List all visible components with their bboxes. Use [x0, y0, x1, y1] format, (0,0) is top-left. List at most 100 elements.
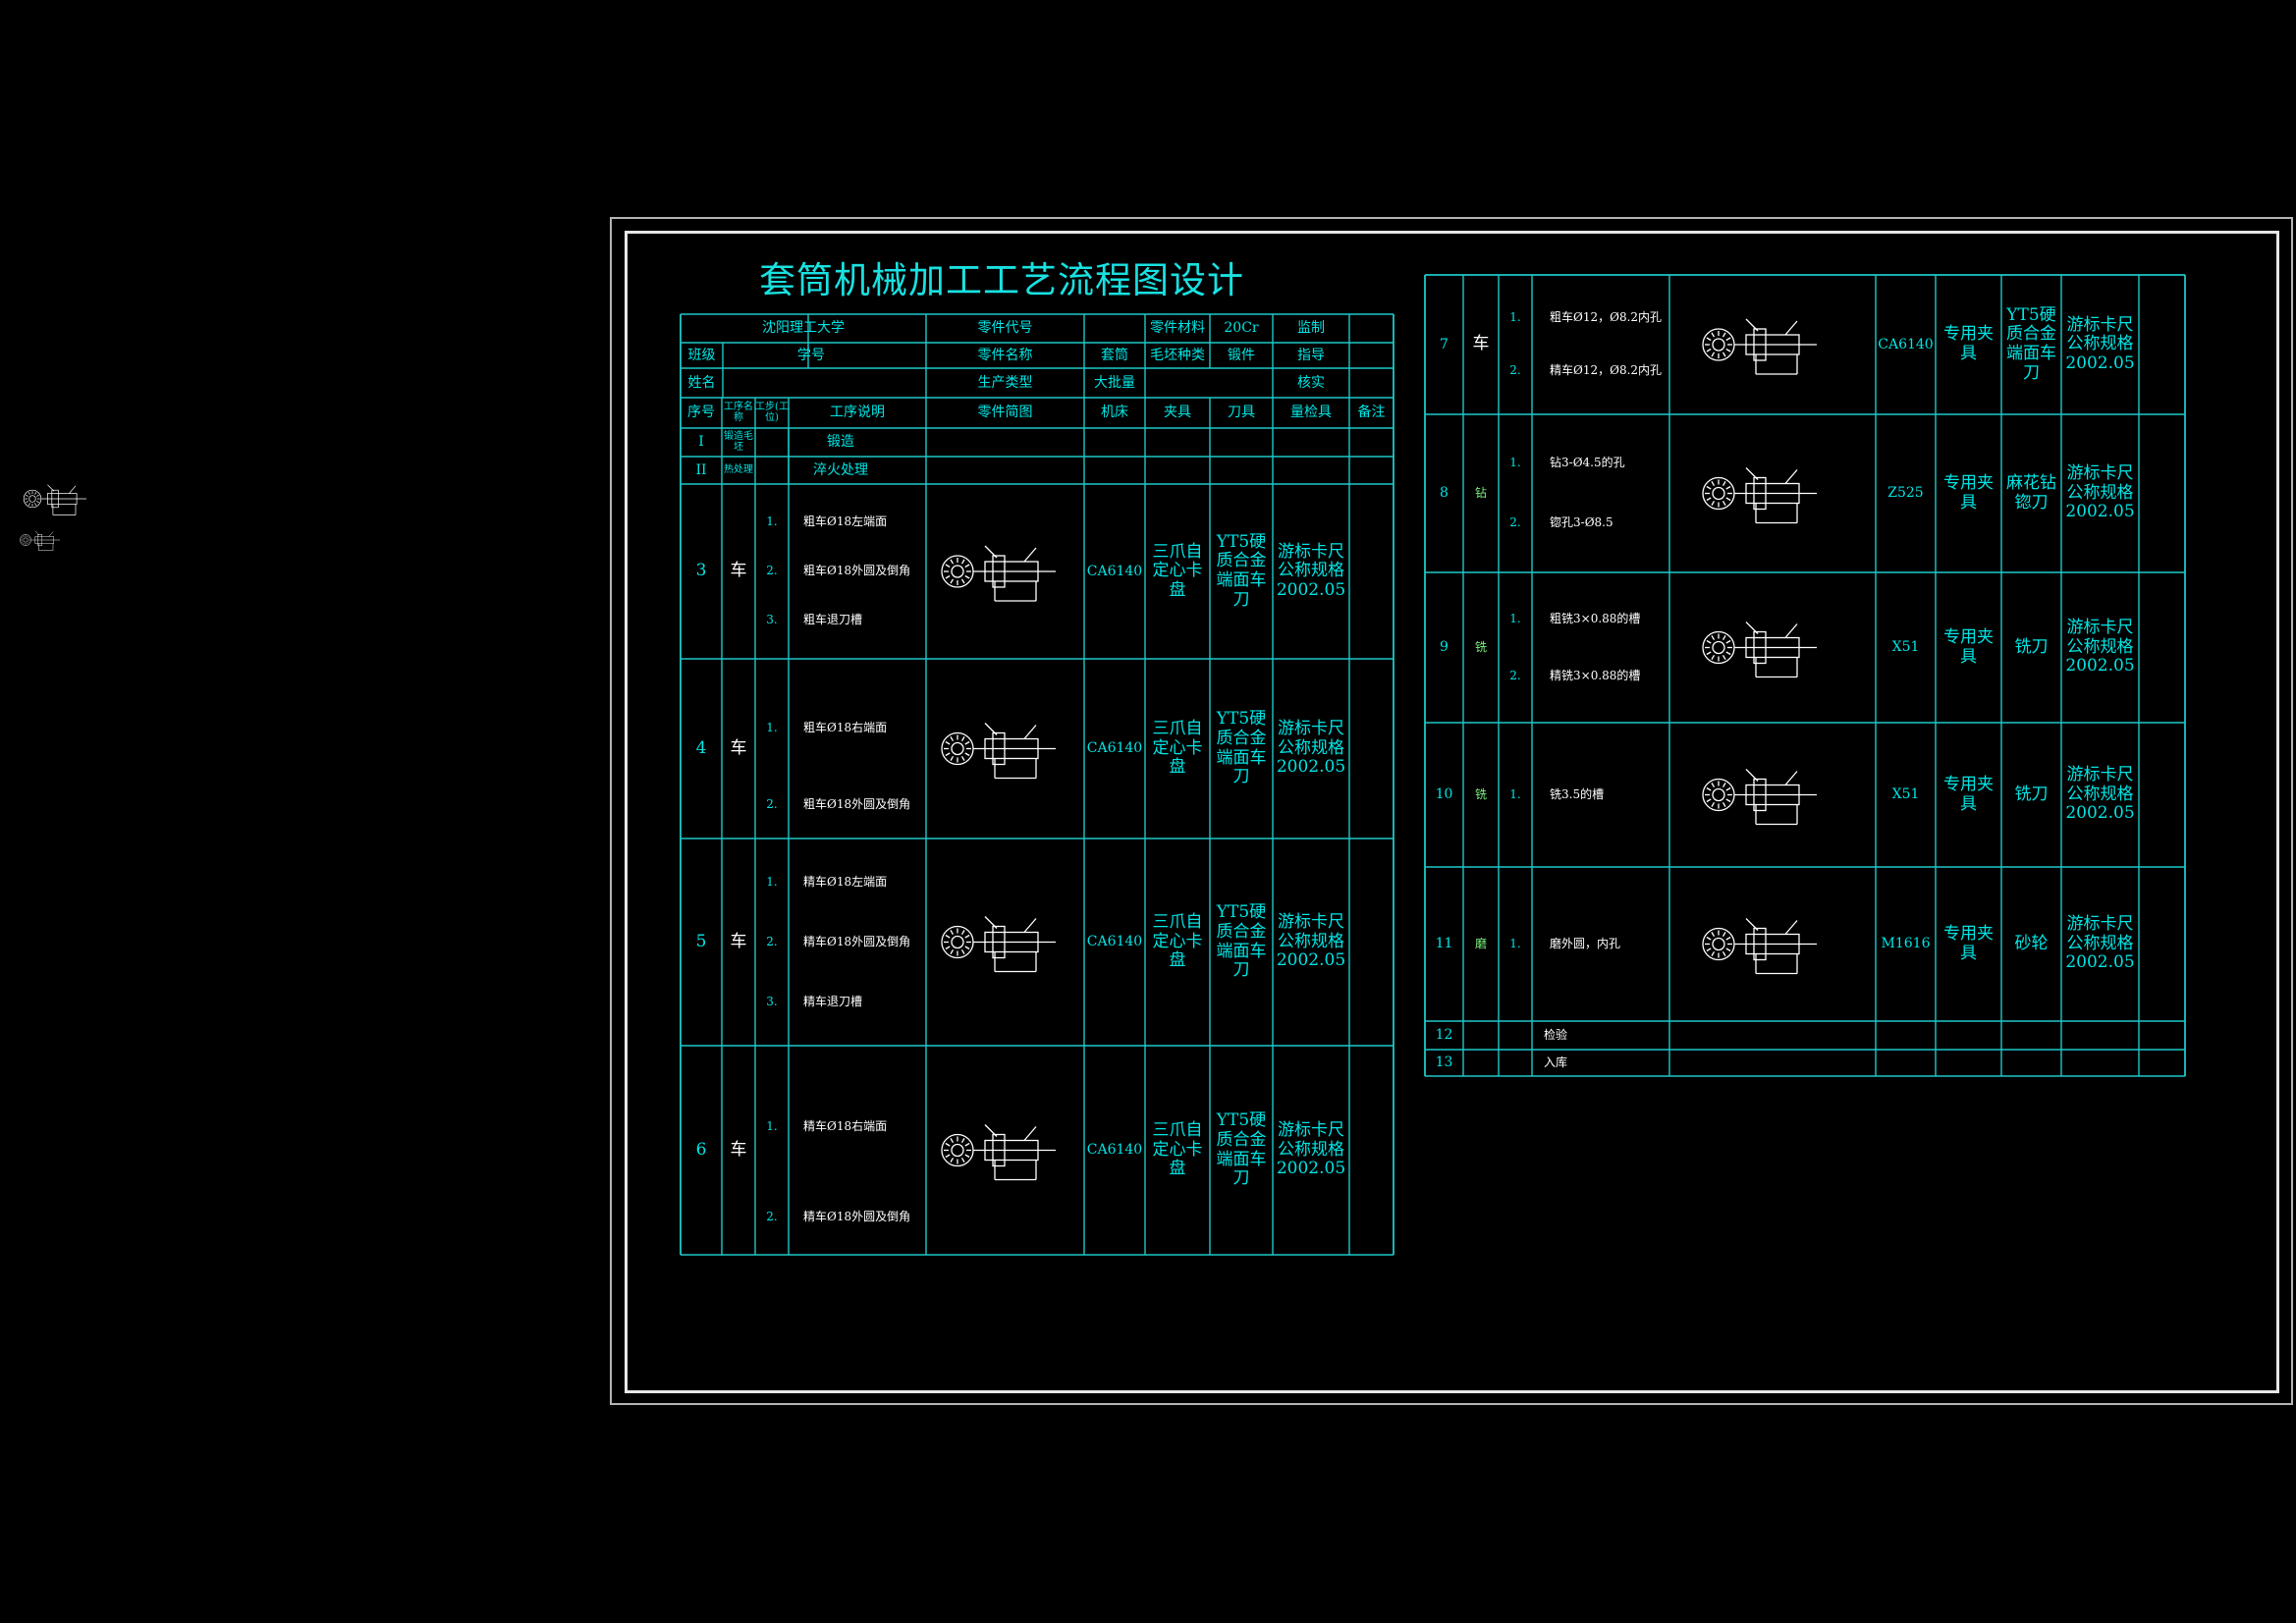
row-no: 8 [1440, 485, 1449, 502]
row-gauge: 游标卡尺公称规格2002.05 [1276, 1120, 1346, 1179]
header-name-label: 姓名 [687, 374, 716, 391]
step-number: 2. [766, 1210, 778, 1224]
part-sketch [1702, 318, 1817, 375]
part-sketch [1702, 769, 1817, 826]
step-text: 铣3.5的槽 [1550, 786, 1605, 801]
row-remark [1349, 484, 1394, 659]
part-sketch [941, 723, 1056, 780]
part-sketch [1702, 622, 1817, 678]
row-proc-name: 车 [730, 931, 747, 951]
header-review-label: 核实 [1297, 374, 1325, 391]
row-tool: 砂轮 [2014, 933, 2049, 953]
col-desc: 工序说明 [830, 405, 885, 421]
header-part-name-label: 零件名称 [977, 347, 1033, 363]
row-fixture: 三爪自定心卡盘 [1152, 1120, 1203, 1179]
row-desc: 锻造 [827, 434, 854, 451]
header-part-name-value: 套筒 [1101, 347, 1128, 363]
step-number: 1. [1509, 936, 1521, 950]
step-number: 1. [766, 874, 778, 889]
step-number: 1. [766, 721, 778, 735]
row-tool: YT5硬质合金端面车刀 [2006, 304, 2056, 383]
col-gauge: 量检具 [1290, 405, 1332, 421]
step-number: 2. [1509, 515, 1521, 530]
col-machine: 机床 [1101, 405, 1128, 421]
col-tool: 刀具 [1228, 405, 1255, 421]
detached-sketch [23, 484, 87, 515]
row-remark [1349, 839, 1394, 1046]
row-fixture: 专用夹具 [1943, 626, 1994, 667]
row-tool: YT5硬质合金端面车刀 [1216, 902, 1267, 981]
row-desc: 检验 [1544, 1027, 1568, 1042]
step-text: 精铣3×0.88的槽 [1550, 668, 1641, 682]
row-tool: YT5硬质合金端面车刀 [1216, 531, 1267, 610]
row-no: 4 [695, 737, 707, 758]
row-proc-name: 车 [730, 737, 747, 758]
step-text: 精车Ø18右端面 [803, 1118, 888, 1133]
step-text: 磨外圆，内孔 [1550, 936, 1621, 950]
row-gauge: 游标卡尺公称规格2002.05 [2065, 618, 2135, 676]
header-class-label: 班级 [687, 347, 716, 363]
row-fixture: 三爪自定心卡盘 [1152, 912, 1203, 971]
row-remark [2139, 572, 2185, 723]
row-gauge: 游标卡尺公称规格2002.05 [1276, 912, 1346, 971]
step-number: 2. [1509, 668, 1521, 682]
header-part-code-value [1084, 314, 1145, 343]
part-sketch [941, 916, 1056, 973]
row-remark [2139, 275, 2185, 414]
row-tool: 铣刀 [2014, 636, 2049, 657]
row-proc-name: 车 [1472, 334, 1490, 354]
row-machine: X51 [1891, 639, 1920, 656]
header-part-code-label: 零件代号 [977, 320, 1033, 337]
detached-sketch-small [20, 530, 61, 551]
step-text: 精车Ø18外圆及倒角 [803, 1210, 911, 1224]
row-tool: YT5硬质合金端面车刀 [1216, 709, 1267, 787]
row-gauge: 游标卡尺公称规格2002.05 [1276, 719, 1346, 778]
step-number: 2. [766, 564, 778, 578]
row-machine: CA6140 [1086, 934, 1143, 950]
row-proc-name: 车 [730, 1139, 747, 1160]
header-material-label: 零件材料 [1150, 320, 1205, 337]
row-machine: CA6140 [1878, 336, 1934, 352]
col-fixture: 夹具 [1164, 405, 1191, 421]
step-text: 粗车Ø18左端面 [803, 514, 888, 529]
row-remark [2139, 723, 2185, 867]
col-remark: 备注 [1357, 405, 1386, 421]
row-fixture: 专用夹具 [1943, 774, 1994, 814]
row-no: 13 [1435, 1055, 1453, 1071]
row-proc-name: 热处理 [724, 463, 753, 475]
row-proc-name: 车 [730, 561, 747, 581]
row-gauge: 游标卡尺公称规格2002.05 [2065, 314, 2135, 373]
step-text: 钻3-Ø4.5的孔 [1550, 456, 1625, 469]
step-number: 3. [766, 613, 778, 627]
row-remark [2139, 414, 2185, 572]
step-text: 粗铣3×0.88的槽 [1550, 611, 1641, 625]
row-machine: X51 [1891, 786, 1920, 803]
row-gauge: 游标卡尺公称规格2002.05 [2065, 914, 2135, 973]
row-machine: CA6140 [1086, 1142, 1143, 1159]
row-no: II [695, 461, 707, 478]
step-text: 精车Ø18外圆及倒角 [803, 934, 911, 948]
step-text: 粗车退刀槽 [803, 613, 863, 627]
step-number: 1. [1509, 786, 1521, 801]
step-text: 粗车Ø18外圆及倒角 [803, 796, 911, 811]
header-school: 沈阳理工大学 [762, 320, 845, 337]
row-no: 12 [1435, 1027, 1453, 1044]
header-drawn-by-label: 监制 [1297, 320, 1325, 337]
header-material-value: 20Cr [1224, 320, 1259, 337]
row-no: 11 [1435, 936, 1453, 952]
header-production-label: 生产类型 [977, 374, 1033, 391]
row-no: 3 [695, 561, 707, 581]
row-proc-name: 钻 [1474, 485, 1487, 500]
step-number: 1. [1509, 456, 1521, 469]
step-number: 1. [766, 1118, 778, 1133]
step-text: 粗车Ø12，Ø8.2内孔 [1550, 310, 1663, 325]
step-number: 1. [1509, 611, 1521, 625]
row-machine: Z525 [1887, 485, 1924, 502]
row-fixture: 专用夹具 [1943, 324, 1994, 363]
row-gauge: 游标卡尺公称规格2002.05 [2065, 765, 2135, 824]
row-gauge: 游标卡尺公称规格2002.05 [2065, 463, 2135, 522]
col-no: 序号 [687, 405, 715, 421]
step-number: 2. [766, 796, 778, 811]
row-machine: CA6140 [1086, 740, 1143, 757]
sheet-title: 套筒机械加工工艺流程图设计 [759, 259, 1244, 301]
